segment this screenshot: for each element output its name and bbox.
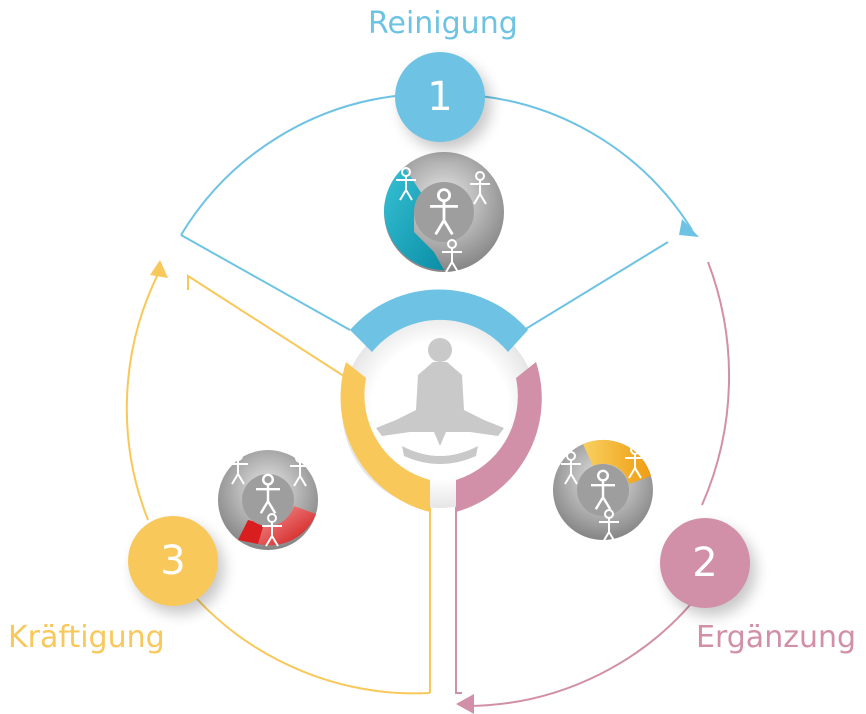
step-3-badge: 3 (128, 516, 218, 606)
body-figures-red-icon (218, 450, 318, 550)
step-1-label: Reinigung (368, 6, 518, 41)
step-2-badge: 2 (660, 518, 750, 608)
center-ring-pink (456, 362, 542, 512)
step-1-number: 1 (427, 74, 453, 120)
arc-step-3 (125, 269, 431, 695)
body-figures-orange-icon (553, 439, 653, 543)
step-3-label: Kräftigung (8, 620, 165, 655)
arc-step-2 (455, 261, 731, 707)
center-ring-blue (350, 289, 528, 352)
step-1-badge: 1 (395, 52, 485, 142)
center-ring-yellow (340, 362, 430, 512)
meditating-figure-icon (376, 338, 504, 464)
arrowhead-step-3 (150, 260, 168, 278)
arc-step-1 (180, 94, 693, 331)
arrowhead-step-2 (456, 694, 474, 714)
body-figures-cyan-icon (383, 152, 504, 273)
arrowhead-step-1 (679, 219, 699, 237)
step-3-number: 3 (160, 538, 186, 584)
step-2-number: 2 (692, 540, 718, 586)
step-2-label: Ergänzung (696, 620, 857, 655)
